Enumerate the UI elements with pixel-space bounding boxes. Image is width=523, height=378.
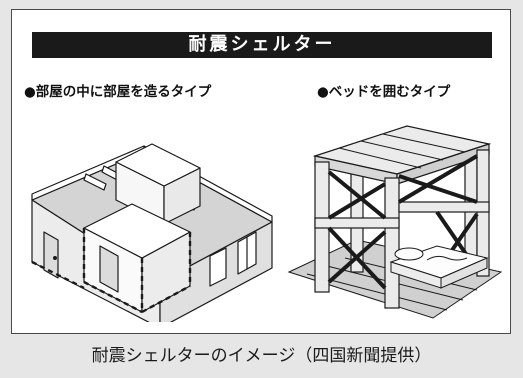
bed-shelter-illustration (287, 125, 503, 319)
figure-title: 耐震シェルター (32, 32, 492, 58)
room-shelter-illustration (31, 143, 273, 322)
bed-type-subtitle: ●ベッドを囲むタイプ (317, 84, 451, 100)
shelter-figure-panel: 耐震シェルター ●部屋の中に部屋を造るタイプ ●ベッドを囲むタイプ (11, 9, 511, 334)
figure-caption: 耐震シェルターのイメージ（四国新聞提供） (91, 346, 432, 366)
room-type-subtitle: ●部屋の中に部屋を造るタイプ (24, 84, 212, 100)
